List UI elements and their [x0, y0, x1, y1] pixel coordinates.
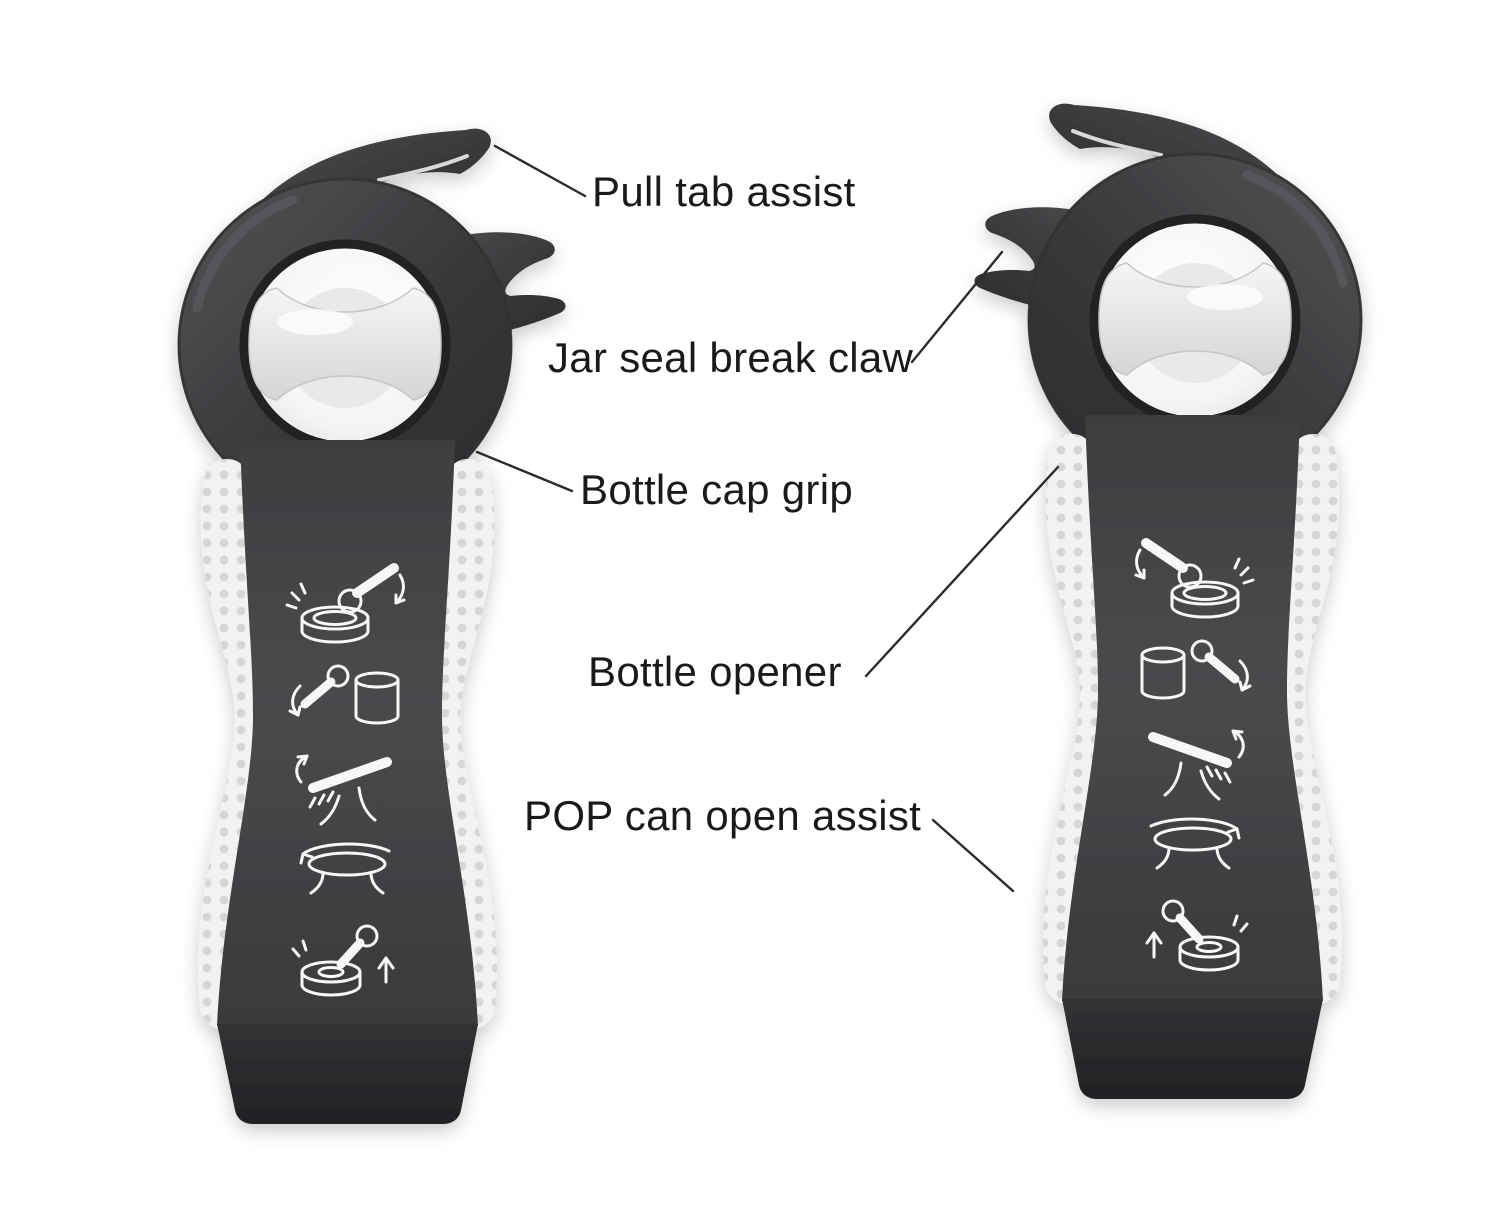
leader-line-cap-grip [475, 450, 574, 493]
label-pull-tab-assist: Pull tab assist [592, 168, 856, 215]
leader-line-jar-claw [910, 250, 1004, 364]
leader-lines [475, 144, 1060, 893]
label-jar-seal-break-claw: Jar seal break claw [548, 334, 914, 381]
leader-line-pull-tab [493, 144, 587, 198]
label-bottle-cap-grip: Bottle cap grip [580, 466, 853, 513]
opener-front-view [179, 129, 566, 1124]
label-pop-can-open-assist: POP can open assist [524, 792, 922, 839]
opener-back-view [974, 104, 1361, 1099]
leader-line-bottle-opener [864, 465, 1060, 678]
label-bottle-opener: Bottle opener [588, 648, 842, 695]
leader-line-pop-can [931, 818, 1015, 893]
